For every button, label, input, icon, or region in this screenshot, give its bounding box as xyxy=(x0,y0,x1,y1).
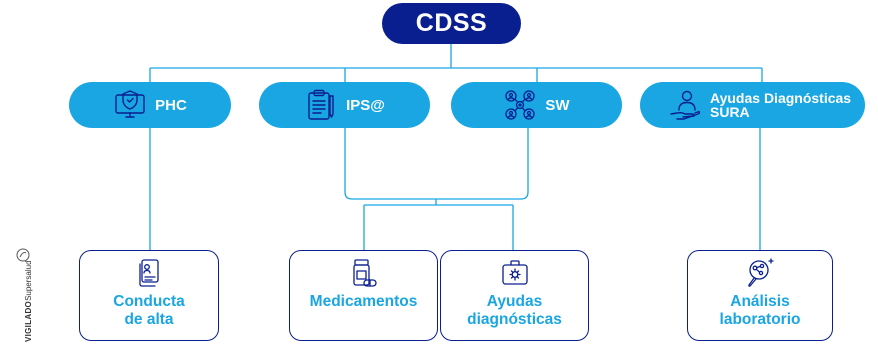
ayudas-sura-label: Ayudas Diagnósticas SURA xyxy=(710,90,852,120)
cdss-title-text: CDSS xyxy=(415,9,488,37)
hand-person-icon xyxy=(670,90,701,120)
medical-kit-icon xyxy=(501,260,528,285)
vigilado-text: VIGILADOSupersalud xyxy=(24,260,33,342)
vigilado-bold-text: VIGILADO xyxy=(24,300,33,342)
conducta-de-alta-label: Conducta de alta xyxy=(113,293,185,328)
cdss-title: CDSS xyxy=(382,3,521,44)
ayudas-diagnosticas-card: Ayudas diagnósticas xyxy=(440,250,589,341)
vigilado-supersalud-watermark: VIGILADOSupersalud xyxy=(10,248,44,343)
analisis-laboratorio-label: Análisis laboratorio xyxy=(719,293,801,328)
ips-down-line xyxy=(344,128,529,200)
sw-pill: SW xyxy=(451,82,622,128)
ayudas-sura-pill: Ayudas Diagnósticas SURA xyxy=(640,82,865,128)
magnifier-molecule-icon xyxy=(748,258,774,287)
ips-label: IPS@ xyxy=(346,96,385,114)
ayudas-diagnosticas-label: Ayudas diagnósticas xyxy=(467,293,562,328)
supersalud-text: Supersalud xyxy=(24,260,33,301)
supersalud-seal-icon xyxy=(16,248,30,262)
conducta-de-alta-card: Conducta de alta xyxy=(79,250,219,341)
medicine-bottle-icon xyxy=(352,259,377,287)
ips-pill: IPS@ xyxy=(259,82,430,128)
clipboard-icon xyxy=(308,89,334,120)
medicamentos-card: Medicamentos xyxy=(289,250,438,341)
phc-pill: PHC xyxy=(69,82,231,128)
document-person-icon xyxy=(139,259,159,287)
phc-label: PHC xyxy=(155,96,187,114)
analisis-laboratorio-card: Análisis laboratorio xyxy=(687,250,833,341)
computer-shield-icon xyxy=(115,90,145,118)
medicamentos-label: Medicamentos xyxy=(309,293,418,310)
people-network-icon xyxy=(505,90,536,120)
sw-label: SW xyxy=(545,96,570,114)
